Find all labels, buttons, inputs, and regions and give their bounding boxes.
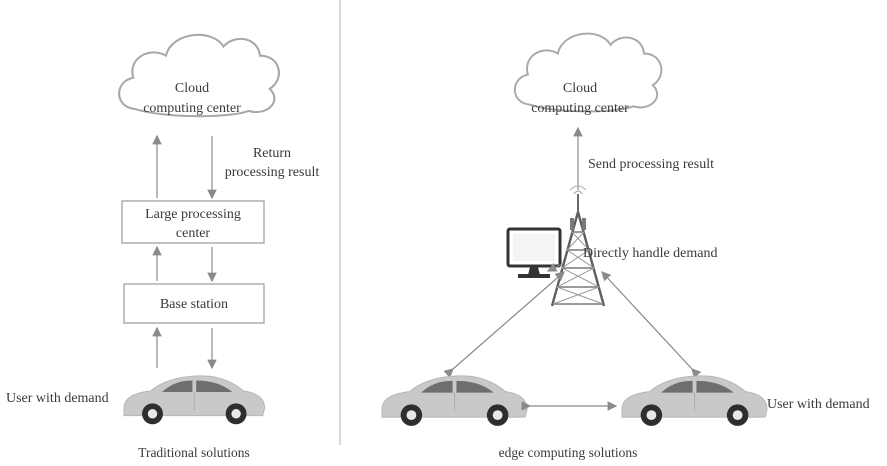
arrow-tower-to-monitor xyxy=(546,262,563,272)
right-caption: edge computing solutions xyxy=(499,445,638,460)
processing-center-box xyxy=(121,200,265,244)
left-user-label: User with demand xyxy=(6,391,109,406)
right-user-label: User with demand xyxy=(767,397,870,412)
left-cloud-label-2: computing center xyxy=(143,101,241,116)
left-caption: Traditional solutions xyxy=(138,445,250,460)
base-station-label: Base station xyxy=(160,297,228,312)
monitor-icon xyxy=(506,227,562,278)
arrow-tower-car-left xyxy=(443,271,565,379)
base-station-box xyxy=(123,283,265,324)
send-result-label: Send processing result xyxy=(588,157,714,172)
arrow-tower-car-right xyxy=(601,271,702,379)
processing-center-label-2: center xyxy=(176,226,211,241)
return-label-2: processing result xyxy=(225,165,320,180)
right-cloud-label-2: computing center xyxy=(531,101,629,116)
right-car-right-icon xyxy=(621,375,768,427)
handle-demand-label: Directly handle demand xyxy=(583,246,718,261)
right-cloud-label-1: Cloud xyxy=(563,81,597,96)
processing-center-label-1: Large processing xyxy=(145,207,241,222)
right-cloud-icon xyxy=(513,32,663,113)
left-cloud-label-1: Cloud xyxy=(175,81,209,96)
right-car-left-icon xyxy=(381,375,528,427)
left-car-icon xyxy=(123,375,266,425)
return-label-1: Return xyxy=(253,146,291,161)
